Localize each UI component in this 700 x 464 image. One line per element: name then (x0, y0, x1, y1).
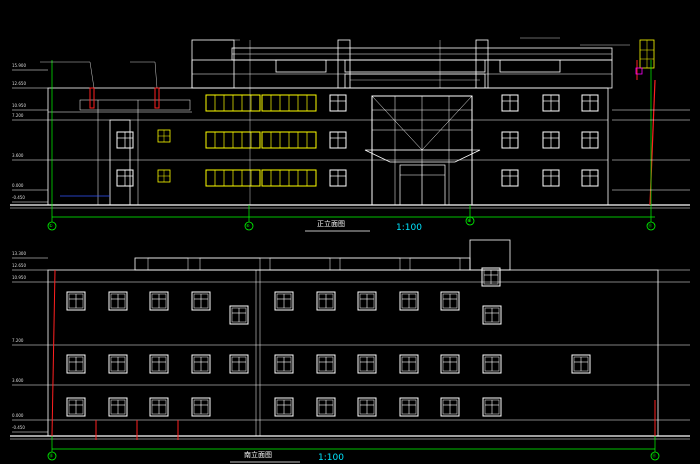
level-label: 3.600 (12, 378, 24, 383)
front-axis-left: ① (49, 223, 53, 228)
south-axis-right: ⑪ (652, 453, 656, 458)
front-leaders (40, 37, 630, 205)
front-accents (60, 60, 656, 206)
level-label: 13.300 (12, 251, 26, 256)
level-label: 0.000 (12, 413, 24, 418)
south-elevation-title: 南立面图 (244, 451, 272, 459)
south-elevation (10, 239, 690, 450)
front-axis-mid1: ⑥ (246, 223, 250, 228)
front-windows-yellow (157, 39, 655, 187)
front-elevation-scale: 1:100 (396, 223, 422, 233)
south-level-marks (12, 257, 690, 433)
south-accents (51, 269, 656, 440)
level-label: -0.450 (12, 425, 25, 430)
level-label: 12.650 (12, 263, 26, 268)
south-elevation-scale: 1:100 (318, 453, 344, 463)
front-axis-markers (47, 60, 656, 231)
front-level-marks (12, 69, 690, 203)
level-label: 15.900 (12, 63, 26, 68)
south-axis-markers (47, 436, 660, 461)
level-label: 7.200 (12, 338, 24, 343)
level-label: 0.000 (12, 183, 24, 188)
south-axis-left: ⑮ (49, 453, 53, 458)
level-label: 12.650 (12, 81, 26, 86)
front-elevation-title: 正立面图 (317, 220, 345, 228)
level-label: 3.600 (12, 153, 24, 158)
front-axis-mid2: ⑧ (467, 218, 471, 223)
level-label: 10.950 (12, 275, 26, 280)
front-elevation (10, 39, 690, 218)
south-windows (66, 267, 591, 417)
front-windows-white (116, 94, 599, 187)
level-label: -0.450 (12, 195, 25, 200)
level-label: 7.200 (12, 113, 24, 118)
level-label: 10.950 (12, 103, 26, 108)
front-axis-right: ⑪ (648, 223, 652, 228)
